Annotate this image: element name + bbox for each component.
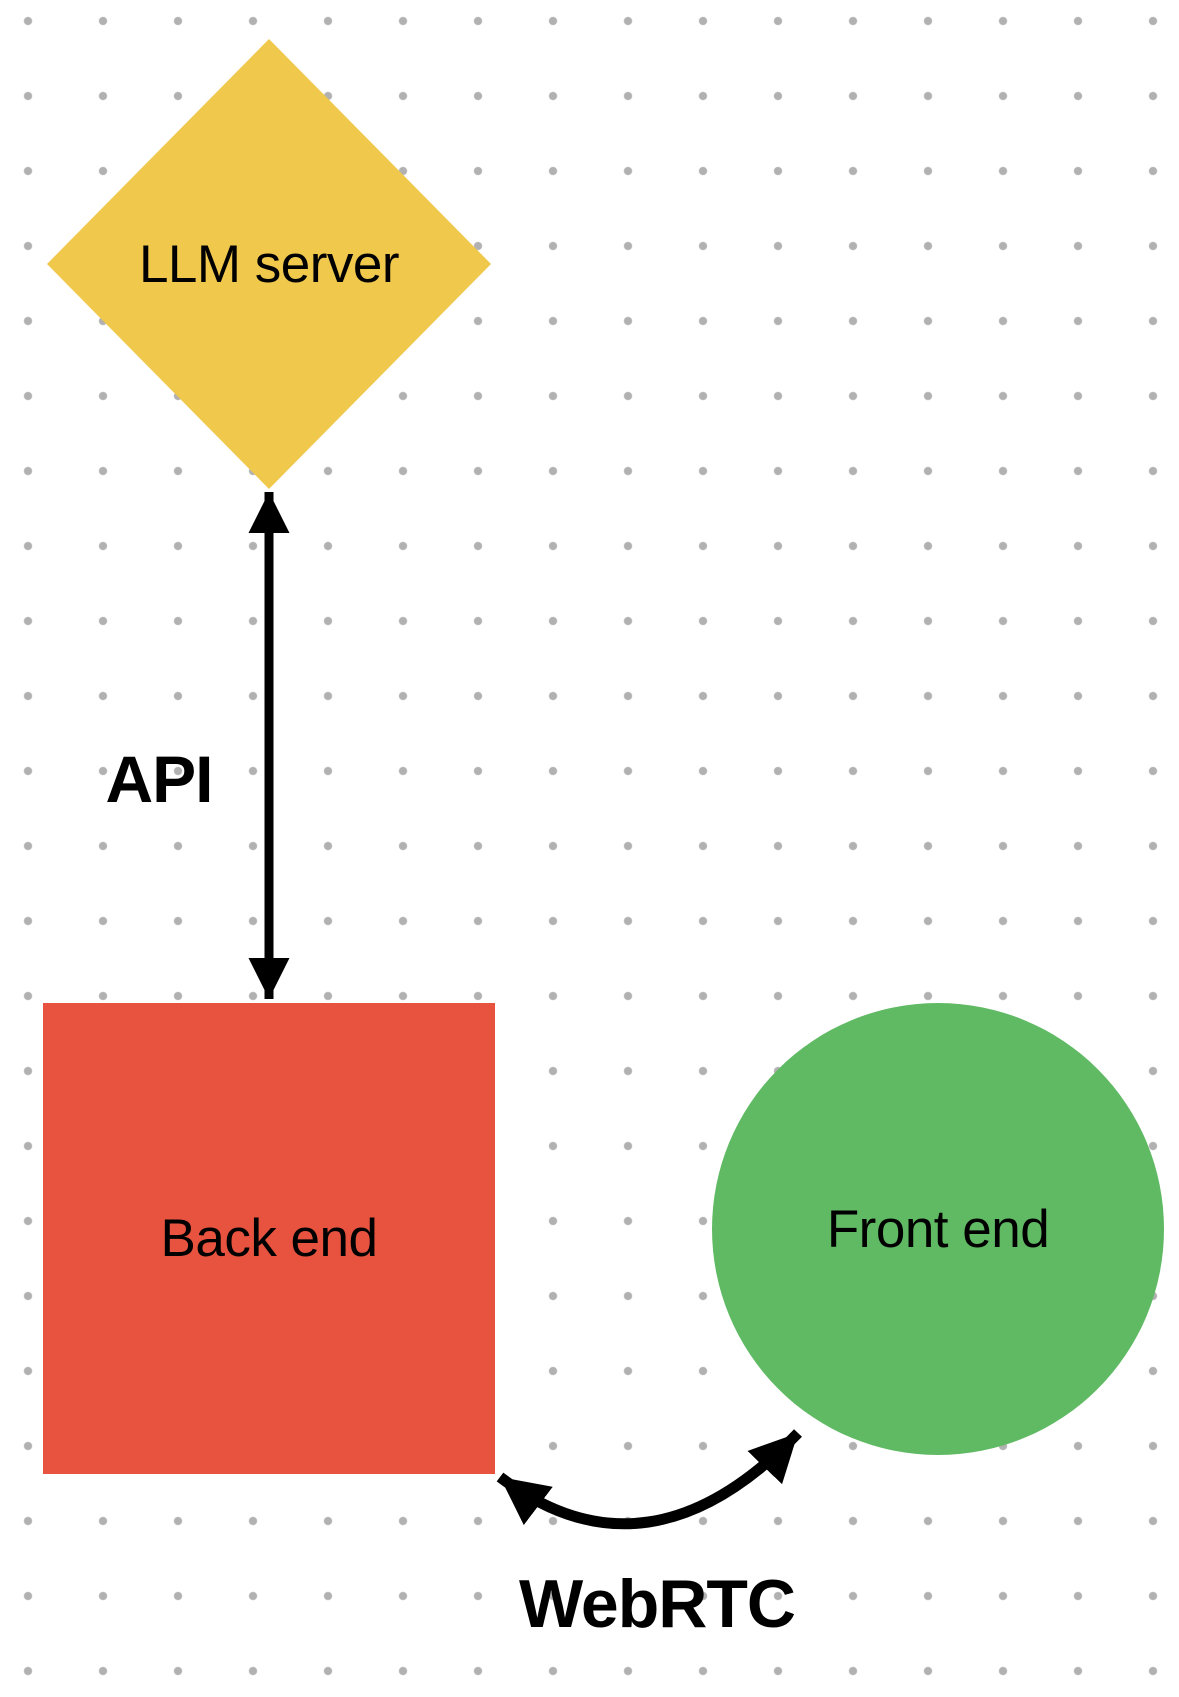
node-back-end-label: Back end <box>160 1209 378 1268</box>
webrtc-connector-label[interactable]: WebRTC <box>518 1566 796 1642</box>
node-llm-server[interactable]: LLM server <box>47 39 491 489</box>
node-llm-server-label: LLM server <box>138 234 400 294</box>
node-back-end[interactable]: Back end <box>43 1003 495 1474</box>
node-front-end-label: Front end <box>826 1199 1050 1259</box>
node-front-end[interactable]: Front end <box>712 1003 1164 1455</box>
webrtc-connector-arrow[interactable] <box>496 1429 802 1530</box>
api-connector-label[interactable]: API <box>105 742 213 816</box>
